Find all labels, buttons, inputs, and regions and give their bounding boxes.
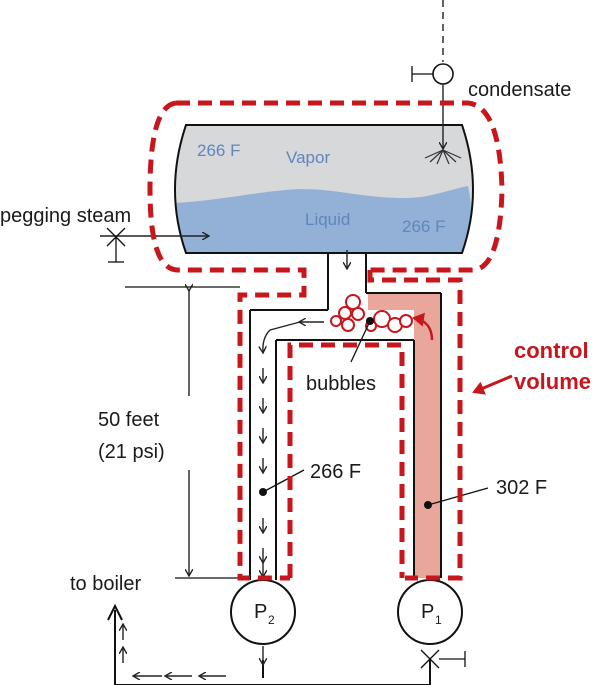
pump-p1: P 1 [397,579,463,645]
svg-text:P: P [254,601,267,623]
tank-outline [174,124,474,254]
bubbles-label: bubbles [306,373,376,395]
left-leg-temp-callout [259,469,305,496]
bubbles [330,294,413,333]
control-volume-label-line1: control [514,338,589,363]
svg-text:2: 2 [268,613,275,627]
control-volume-label-line2: volume [514,369,591,394]
height-dimension [125,287,240,579]
pegging-steam-inlet [100,227,208,263]
condensate-valve [432,63,454,85]
pegging-steam-label: pegging steam [0,205,131,227]
control-volume-boundary [147,100,505,581]
liquid-space [175,186,471,253]
vapor-temp-label: 266 F [197,141,240,160]
condensate-label: condensate [468,79,571,101]
condensate-inlet [411,0,462,165]
height-label-line1: 50 feet [98,409,160,431]
to-boiler-label: to boiler [70,573,141,595]
discharge-valve-icon [420,649,466,669]
svg-text:1: 1 [435,613,442,627]
liquid-temp-label: 266 F [402,217,445,236]
piping [107,253,442,685]
deaerator-tank [174,124,474,254]
hot-leg-fill-vertical [414,293,441,578]
vapor-label: Vapor [286,148,330,167]
left-leg-temp-label: 266 F [310,461,361,483]
spray-nozzle-icon [424,149,462,165]
control-volume-arrow [472,374,513,395]
height-label-line2: (21 psi) [98,441,165,463]
pump-p2: P 2 [230,579,296,645]
pegging-steam-valve-icon [106,227,126,263]
right-leg-temp-label: 302 F [496,477,547,499]
liquid-label: Liquid [305,210,350,229]
bubbles-callout [350,317,374,363]
svg-text:P: P [421,601,434,623]
flow-arrows [123,250,434,676]
